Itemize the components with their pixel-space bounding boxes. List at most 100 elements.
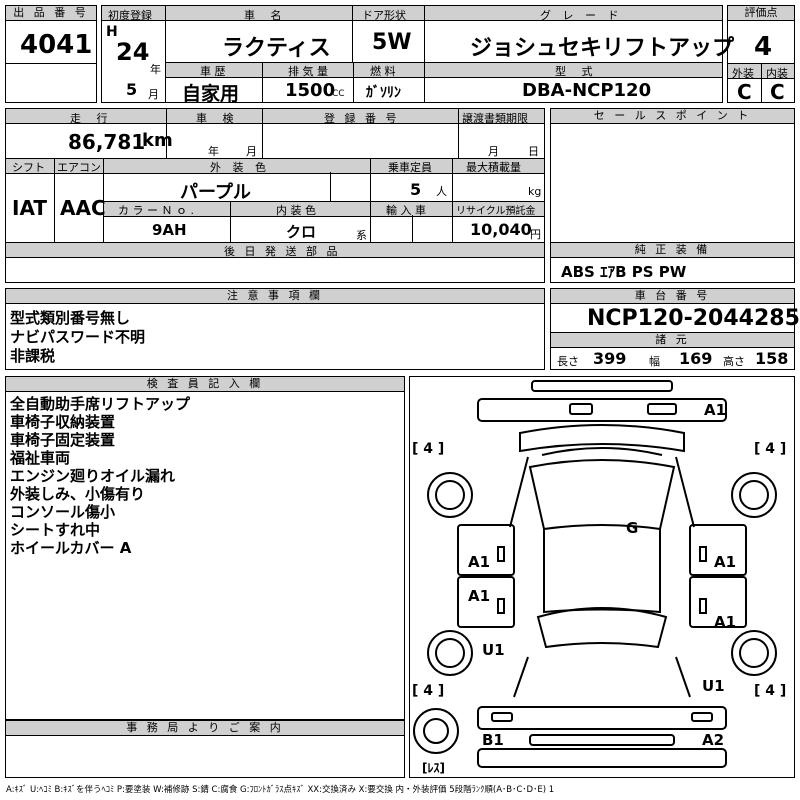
note-line: ナビパスワード不明	[10, 328, 146, 346]
lot-number: 4041	[20, 30, 93, 60]
inspector-line: シートすれ中	[10, 521, 101, 539]
model-code: DBA-NCP120	[522, 80, 652, 101]
interior-color-unit: 系	[356, 229, 367, 242]
spare-tire: [ﾚｽ]	[422, 761, 445, 775]
first-reg-label: 初度登録	[108, 9, 152, 22]
displacement: 1500	[285, 80, 336, 101]
height: 158	[755, 349, 789, 368]
damage-mark: A2	[702, 731, 725, 749]
header-block	[101, 5, 723, 103]
notes-label: 注 意 事 項 欄	[6, 289, 544, 304]
chassis-label: 車 台 番 号	[551, 289, 794, 304]
mileage: 86,781	[68, 130, 146, 154]
car-name: ラクティス	[222, 36, 331, 61]
month-unit: 月	[148, 88, 159, 101]
inspection-month-unit: 月	[246, 145, 257, 158]
vehicle-history: 自家用	[182, 83, 240, 105]
damage-mark: B1	[482, 731, 504, 749]
damage-mark: A1	[714, 613, 737, 631]
damage-mark: U1	[702, 677, 725, 695]
interior-color-label: 内 装 色	[276, 204, 316, 217]
length-label: 長さ	[557, 355, 579, 368]
history-label: 車 歴	[200, 65, 226, 78]
note-line: 非課税	[10, 347, 56, 365]
sales-point-box: セ ー ル ス ポ イ ン ト 純 正 装 備 ABS ｴｱB PS PW	[550, 108, 795, 283]
height-label: 高さ	[723, 355, 745, 368]
tire-tread-front-right: [ 4 ]	[754, 441, 787, 457]
damage-mark: A1	[704, 401, 727, 419]
ext-color-label: 外 装 色	[210, 161, 270, 174]
inspector-line: 外装しみ、小傷有り	[10, 485, 146, 503]
aircon: AAC	[60, 196, 106, 220]
regno-label: 登 録 番 号	[324, 112, 400, 125]
note-line: 型式類別番号無し	[10, 309, 131, 327]
reg-year: 24	[116, 38, 150, 66]
recycle-unit: 円	[530, 228, 541, 241]
damage-mark: A1	[714, 553, 737, 571]
transfer-day-unit: 日	[528, 145, 539, 158]
lot-cell: 出 品 番 号 4041	[5, 5, 97, 103]
detail-block	[5, 108, 545, 283]
inspector-line: エンジン廻りオイル漏れ	[10, 467, 176, 485]
inspector-line: ホイールカバー A	[10, 539, 132, 557]
capacity-unit: 人	[436, 185, 447, 198]
interior-label: 内装	[766, 67, 788, 80]
office-box: 事 務 局 よ り ご 案 内	[5, 720, 405, 778]
fuel-label: 燃 料	[370, 65, 396, 78]
equipment: ABS ｴｱB PS PW	[561, 263, 687, 281]
exterior-grade: C	[737, 80, 752, 104]
transfer-label: 譲渡書類期限	[462, 112, 528, 125]
door-type: 5W	[372, 30, 412, 55]
chassis-number: NCP120-2044285	[587, 306, 800, 331]
inspection-year-unit: 年	[208, 145, 219, 158]
shift: IAT	[12, 196, 48, 220]
damage-mark: A1	[468, 553, 491, 571]
later-parts-label: 後 日 発 送 部 品	[224, 245, 341, 258]
mileage-label: 走 行	[70, 112, 114, 125]
office-label: 事 務 局 よ り ご 案 内	[6, 721, 404, 736]
max-load-label: 最大積載量	[466, 161, 521, 174]
score-cell: 評価点 4 外装 内装 C C	[727, 5, 795, 104]
inspector-line: 車椅子固定装置	[10, 431, 116, 449]
car-outline-diagram	[413, 380, 777, 768]
capacity: 5	[410, 180, 422, 199]
width-label: 幅	[649, 355, 660, 368]
width: 169	[679, 349, 713, 368]
score-label: 評価点	[728, 6, 794, 21]
mileage-unit: km	[142, 130, 173, 151]
inspector-line: 全自動助手席リフトアップ	[10, 395, 191, 413]
recycle-label: リサイクル預託金	[456, 206, 536, 217]
grade-label: グ レ ー ド	[540, 9, 623, 22]
lot-label: 出 品 番 号	[6, 6, 96, 21]
era: H	[106, 24, 118, 40]
chassis-box: 車 台 番 号 NCP120-2044285 諸 元 長さ 399 幅 169 …	[550, 288, 800, 370]
length: 399	[593, 349, 627, 368]
cc-unit: CC	[332, 89, 345, 99]
interior-color: クロ	[286, 223, 317, 241]
import-label: 輸 入 車	[386, 204, 426, 217]
notes-box: 注 意 事 項 欄 型式類別番号無し ナビパスワード不明 非課税	[5, 288, 545, 370]
damage-diagram: [ 4 ] [ 4 ] [ 4 ] [ 4 ] [ﾚｽ] A1 G A1 A1 …	[409, 376, 795, 778]
inspector-line: 車椅子収納装置	[10, 413, 116, 431]
spec-label: 諸 元	[551, 333, 794, 348]
exterior-label: 外装	[732, 67, 754, 80]
model-label: 型 式	[555, 65, 599, 78]
inspector-line: コンソール傷小	[10, 503, 116, 521]
inspector-line: 福祉車両	[10, 449, 71, 467]
capacity-label: 乗車定員	[388, 161, 432, 174]
displacement-label: 排 気 量	[288, 65, 328, 78]
recycle-fee: 10,040	[470, 220, 532, 239]
load-unit: kg	[528, 185, 542, 198]
door-label: ドア形状	[362, 9, 406, 22]
damage-mark: G	[626, 519, 639, 537]
fuel: ｶﾞｿﾘﾝ	[366, 85, 401, 101]
car-name-label: 車 名	[244, 9, 288, 22]
equipment-label: 純 正 装 備	[551, 243, 794, 258]
inspector-label: 検 査 員 記 入 欄	[6, 377, 404, 392]
score: 4	[754, 32, 773, 62]
interior-grade: C	[770, 80, 785, 104]
transfer-month-unit: 月	[488, 145, 499, 158]
tire-tread-front-left: [ 4 ]	[412, 441, 445, 457]
tire-tread-rear-right: [ 4 ]	[754, 683, 787, 699]
inspector-box: 検 査 員 記 入 欄 全自動助手席リフトアップ 車椅子収納装置 車椅子固定装置…	[5, 376, 405, 720]
